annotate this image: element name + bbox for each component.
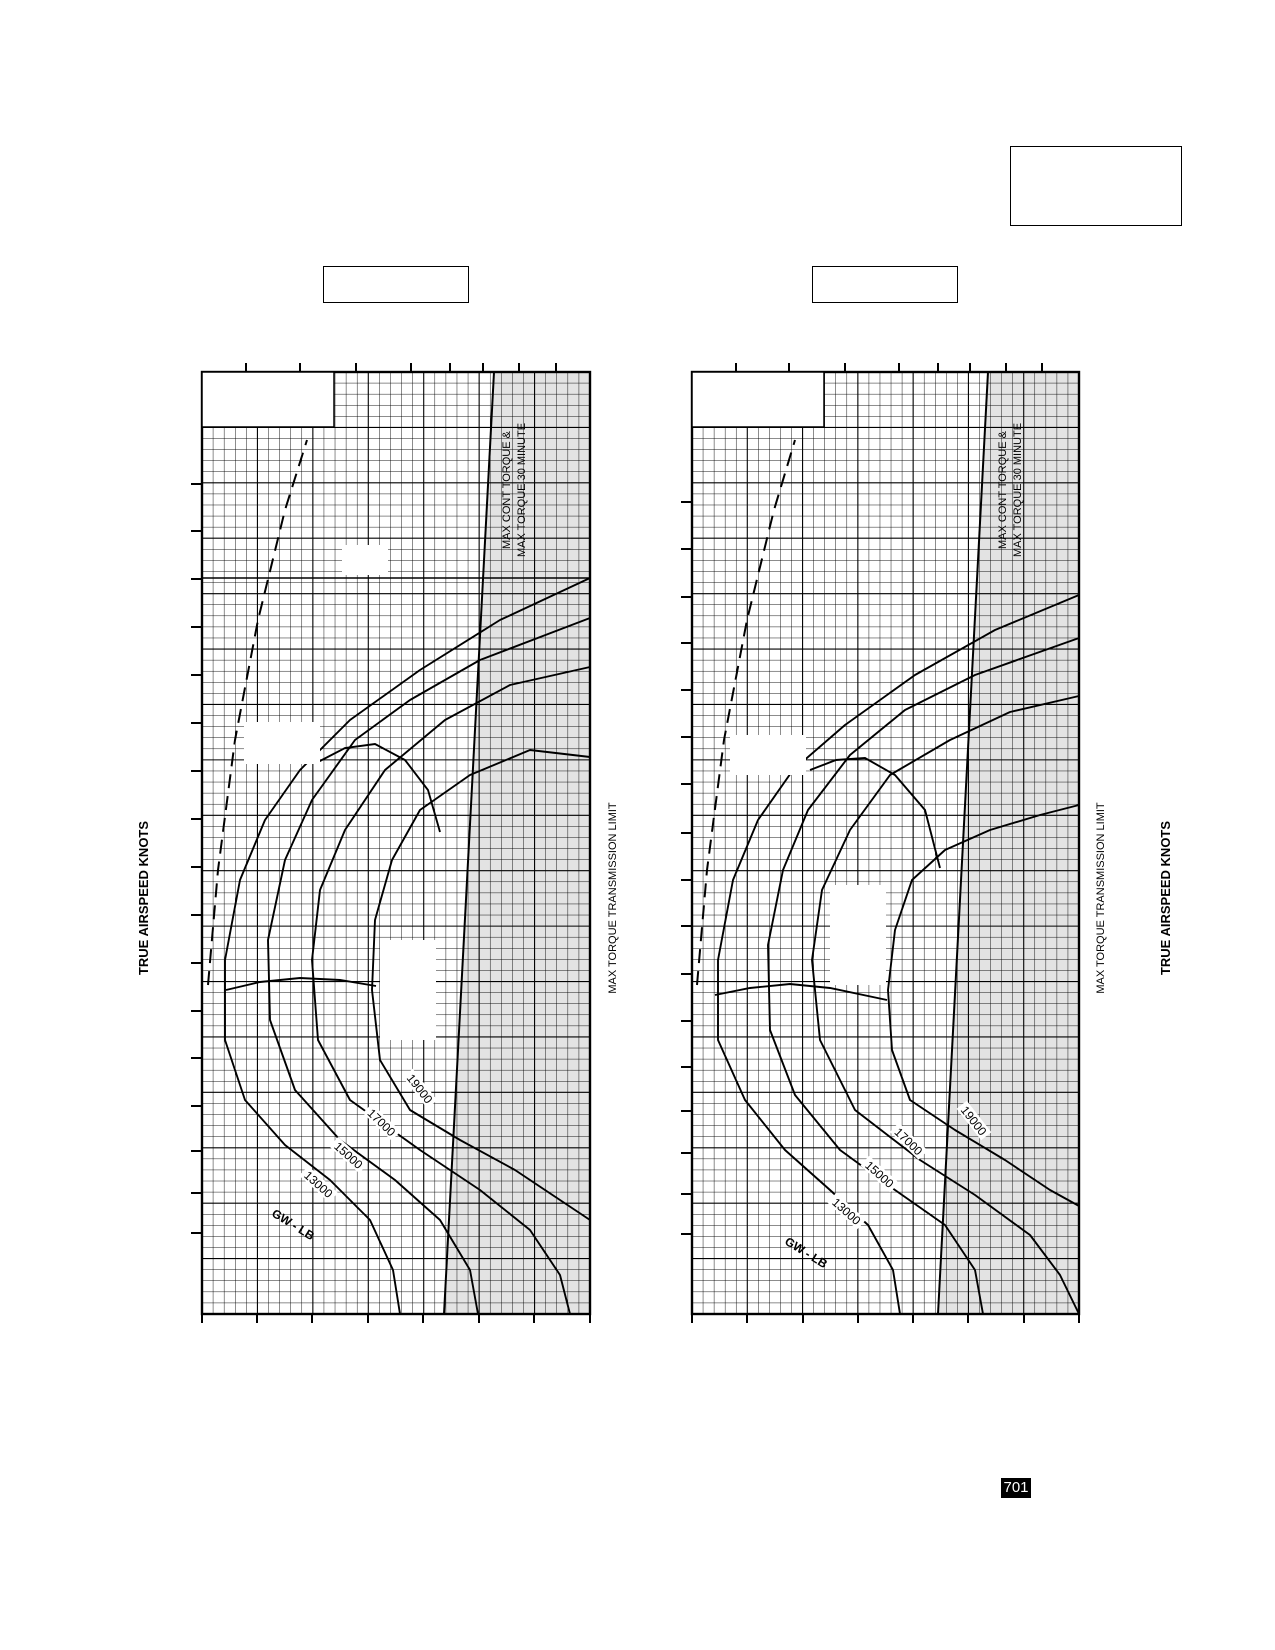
series-label-bg — [889, 1122, 928, 1160]
optimum-curve — [317, 743, 441, 833]
axis-label-true-airspeed: TRUE AIRSPEED KNOTS — [136, 821, 151, 975]
page-number: 701 — [1001, 1478, 1031, 1498]
torque-limit-line — [443, 371, 495, 1315]
dashed-limit-curve — [696, 439, 796, 986]
right-chart-title-box — [812, 266, 958, 303]
gw-curve-15000 — [767, 637, 1080, 1315]
cross-curve — [714, 983, 888, 1001]
blank-area — [342, 545, 388, 575]
grid — [691, 371, 1080, 1315]
series-label-bg — [860, 1155, 899, 1193]
blank-area — [244, 722, 320, 764]
blank-area — [730, 735, 806, 775]
max-cont-torque-label: MAX CONT TORQUE & — [997, 430, 1009, 549]
series-label-bg — [956, 1100, 992, 1141]
right-performance-chart: MAX CONT TORQUE &MAX TORQUE 30 MINUTE MAX… — [681, 363, 1173, 1323]
left-chart-title-box — [323, 266, 469, 303]
chart-id-box — [1010, 146, 1182, 226]
optimum-curve — [809, 757, 941, 869]
blank-area — [380, 940, 436, 1040]
gw-curve-19000 — [887, 804, 1080, 1207]
limit-region — [938, 372, 1079, 1314]
series-label-bg — [329, 1136, 368, 1174]
series-label-bg — [402, 1068, 438, 1109]
max-torque-30-minute-label: MAX TORQUE 30 MINUTE — [1012, 423, 1024, 557]
series-label-bg — [299, 1165, 338, 1203]
limit-region — [444, 372, 590, 1314]
transmission-limit-label: MAX TORQUE TRANSMISSION LIMIT — [607, 802, 619, 994]
gw-lb-label: GW - LB — [782, 1234, 830, 1271]
cross-curve — [225, 977, 377, 991]
gw-curve-13000 — [224, 577, 591, 1315]
legend-box — [201, 371, 335, 428]
dashed-limit-curve — [207, 439, 308, 986]
max-torque-30-minute-label: MAX TORQUE 30 MINUTE — [516, 423, 528, 557]
plot-frame — [690, 370, 1081, 1316]
plot-frame — [200, 370, 592, 1316]
gw-curve-19000 — [371, 749, 591, 1221]
gw-lb-label: GW - LB — [269, 1206, 317, 1243]
max-cont-torque-label: MAX CONT TORQUE & — [501, 430, 513, 549]
series-label-bg — [362, 1103, 401, 1141]
gw-curve-15000 — [267, 617, 591, 1315]
axis-label-true-airspeed: TRUE AIRSPEED KNOTS — [1158, 821, 1173, 975]
gw-curve-17000 — [311, 666, 591, 1315]
transmission-limit-label: MAX TORQUE TRANSMISSION LIMIT — [1095, 802, 1107, 994]
left-performance-chart: MAX CONT TORQUE &MAX TORQUE 30 MINUTE MAX… — [136, 363, 619, 1323]
gw-curve-17000 — [811, 695, 1080, 1315]
series-label-bg — [827, 1192, 866, 1230]
legend-box — [691, 371, 825, 428]
blank-area — [830, 885, 886, 985]
